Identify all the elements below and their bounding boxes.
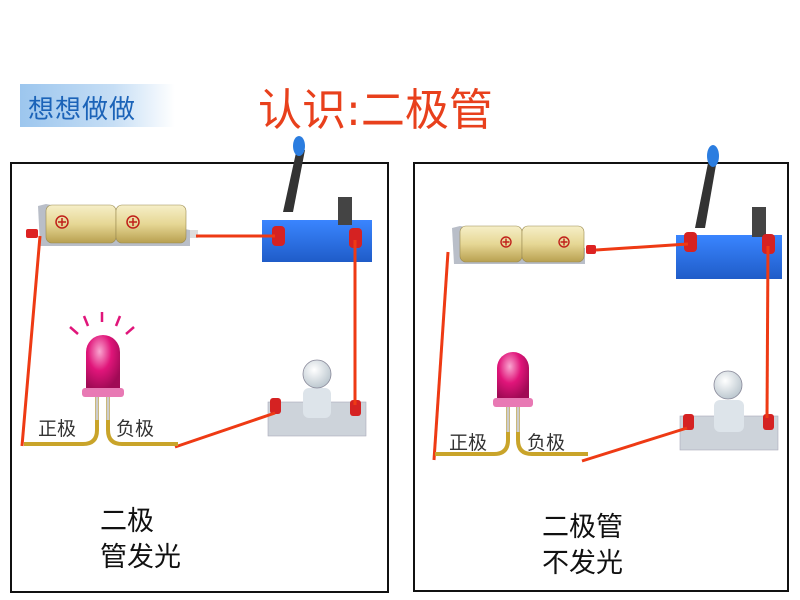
circuit-unlit: [432, 145, 782, 463]
anode-label: 正极: [449, 432, 488, 454]
caption-line-1: 二极: [100, 506, 154, 537]
circuit-lit: [20, 136, 372, 449]
led-diode: [24, 312, 178, 446]
caption-line-1: 二极管: [542, 512, 623, 543]
wires: [20, 234, 357, 449]
slide-title: 认识:二极管: [258, 85, 493, 136]
plus-icon: [500, 236, 512, 248]
bulb-holder: [267, 359, 367, 437]
caption-line-2: 管发光: [100, 542, 181, 573]
led-diode: [435, 352, 588, 456]
caption-line-2: 不发光: [542, 548, 623, 579]
knife-switch: [676, 145, 782, 279]
battery-holder: [26, 204, 198, 246]
cathode-label: 负极: [527, 432, 566, 454]
light-rays: [69, 312, 135, 335]
plus-icon: [126, 215, 140, 229]
terminal: [26, 229, 38, 238]
bulb-holder: [679, 370, 779, 451]
battery-holder: [452, 225, 596, 264]
section-tag: 想想做做: [20, 84, 175, 127]
anode-label: 正极: [38, 418, 77, 440]
plus-icon: [55, 215, 69, 229]
circuit-panel-unlit: [413, 162, 789, 592]
section-tag-text: 想想做做: [28, 95, 137, 125]
circuit-panel-lit: [10, 162, 389, 593]
wires: [432, 242, 770, 463]
cathode-label: 负极: [116, 418, 155, 440]
plus-icon: [558, 236, 570, 248]
